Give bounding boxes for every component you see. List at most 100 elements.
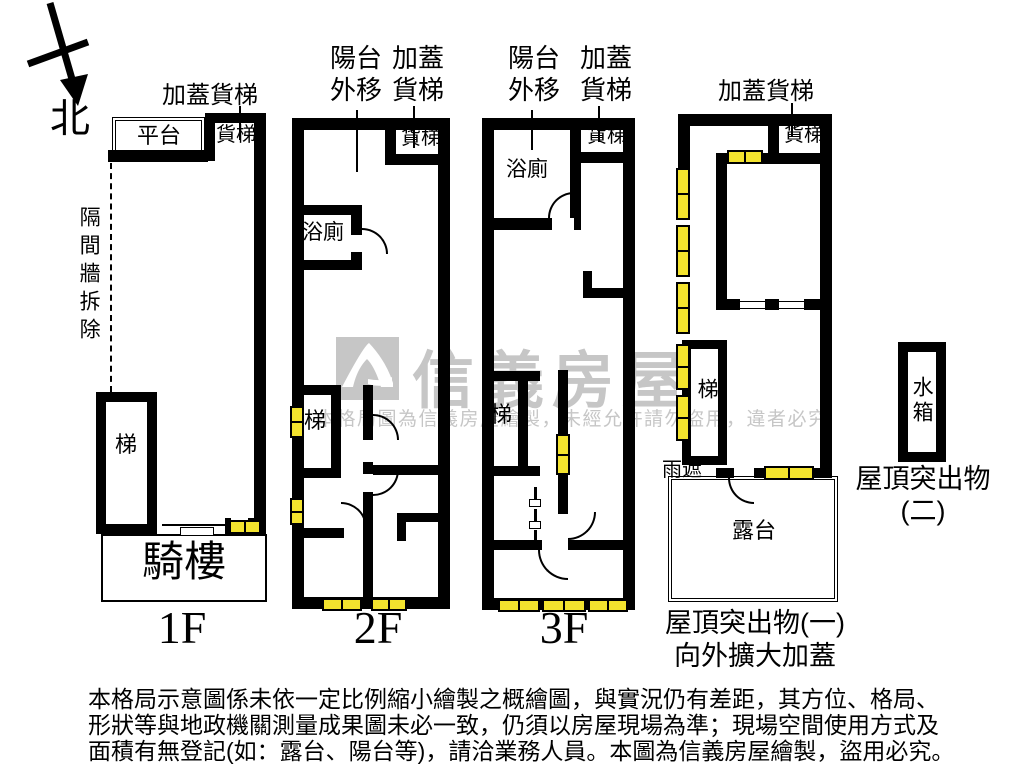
floor2-annotation-freight: 加蓋貨梯	[391, 43, 444, 105]
disclaimer-line1: 本格局示意圖係未依一定比例縮小繪製之概繪圖，與實況仍有差距，其方位、格局、	[88, 686, 939, 712]
wall-segment	[363, 492, 373, 602]
wall-segment	[108, 150, 208, 162]
floor1-room-freight: 貨梯	[216, 124, 256, 146]
wall-segment	[583, 271, 592, 298]
wall-segment	[682, 340, 727, 349]
floor3-room-freight: 貨梯	[587, 125, 627, 147]
wall-segment	[568, 540, 635, 550]
disclaimer: 本格局示意圖係未依一定比例縮小繪製之概繪圖，與實況仍有差距，其方位、格局、 形狀…	[88, 686, 954, 764]
wall-segment	[518, 371, 528, 476]
leader-line	[413, 106, 415, 148]
opening-marker	[529, 499, 541, 507]
wall-segment	[482, 118, 635, 130]
roof1-label-rain-cover: 雨遮	[662, 459, 702, 481]
roof1-room-terrace: 露台	[731, 518, 776, 543]
wall-segment	[292, 468, 340, 478]
wall-segment	[363, 462, 373, 474]
window	[588, 599, 628, 612]
opening-marker	[529, 521, 541, 529]
window	[676, 395, 690, 441]
floor1-room-platform: 平台	[136, 123, 181, 148]
wall-segment	[96, 392, 157, 402]
wall-segment	[574, 218, 581, 230]
door-swing-arc	[373, 470, 399, 496]
wall-segment	[363, 385, 373, 440]
window	[322, 598, 362, 611]
wall-segment	[570, 163, 581, 218]
window	[229, 520, 261, 534]
wall-segment	[225, 518, 231, 534]
wall-segment	[623, 118, 635, 610]
north-arrow-icon	[26, 2, 90, 106]
wall-segment	[718, 340, 727, 465]
disclaimer-line3: 面積有無登記(如：露台、陽台等)，請洽業務人員。本圖為信義房屋繪製，盜用必究。	[88, 738, 955, 764]
wall-segment	[678, 114, 690, 168]
wall-segment	[820, 114, 832, 478]
floor1-note-partition: 隔間牆拆除	[77, 206, 101, 346]
opening-marker	[180, 527, 214, 536]
window	[764, 466, 814, 480]
floor1-name: 1F	[157, 602, 207, 653]
leader-line	[598, 106, 600, 142]
roof2-caption-line2: (二)	[900, 496, 946, 526]
wall-segment	[292, 205, 362, 215]
floor1-annotation-freight: 加蓋貨梯	[162, 82, 258, 109]
wall-segment	[373, 465, 450, 475]
door-swing-arc	[548, 192, 574, 218]
floor3-annotation-balcony: 陽台外移	[507, 43, 560, 105]
wall-segment	[768, 153, 832, 164]
wall-segment	[898, 452, 946, 462]
wall-segment	[438, 118, 450, 609]
floor2-annotation-balcony: 陽台外移	[329, 43, 382, 105]
window	[371, 598, 407, 611]
window	[676, 344, 690, 390]
wall-segment	[765, 299, 779, 310]
wall-segment	[716, 299, 740, 310]
wall-segment	[96, 392, 106, 534]
floor3-room-stair: 梯	[490, 402, 513, 427]
wall-segment	[254, 113, 266, 534]
window	[676, 225, 690, 277]
floor2-room-stair: 梯	[304, 408, 327, 433]
wall-segment	[331, 385, 341, 478]
wall-segment	[716, 468, 734, 478]
roof1-caption-line2: 向外擴大加蓋	[674, 641, 836, 671]
window	[290, 498, 304, 525]
wall-segment	[482, 371, 540, 381]
wall-segment	[898, 342, 908, 462]
wall-segment	[96, 524, 157, 534]
wall-segment	[768, 114, 779, 164]
wall-segment	[534, 509, 537, 523]
wall-segment	[558, 474, 568, 514]
wall-segment	[534, 530, 537, 542]
floor2-room-freight: 貨梯	[401, 127, 441, 149]
floor3-name: 3F	[539, 602, 589, 653]
door-swing-arc	[362, 228, 388, 254]
roof2-room-tank: 水箱	[910, 376, 934, 426]
leader-line	[356, 110, 358, 172]
window	[290, 406, 304, 438]
wall-segment	[936, 342, 946, 462]
wall-segment	[397, 513, 406, 541]
wall-segment	[205, 113, 215, 161]
door-swing-arc	[568, 512, 596, 540]
wall-segment	[534, 487, 537, 501]
wall-segment	[898, 342, 946, 352]
wall-segment	[351, 205, 362, 235]
wall-segment	[680, 114, 832, 126]
roof1-caption-line1: 屋頂突出物(一)	[665, 608, 845, 638]
window	[542, 599, 586, 612]
roof1-room-freight: 貨梯	[784, 124, 824, 146]
window	[727, 150, 763, 164]
watermark-brand: 信義房屋	[412, 347, 693, 416]
leader-line	[791, 103, 793, 136]
wall-segment	[482, 540, 542, 550]
floor1-room-arcade: 騎樓	[141, 538, 226, 585]
floor2-room-bath: 浴廁	[302, 221, 344, 244]
wall-segment	[716, 153, 727, 310]
wall-segment	[570, 118, 581, 163]
wall-segment	[205, 113, 265, 123]
wall-segment	[482, 466, 540, 476]
opening-marker	[739, 301, 766, 309]
leader-line	[531, 110, 533, 150]
